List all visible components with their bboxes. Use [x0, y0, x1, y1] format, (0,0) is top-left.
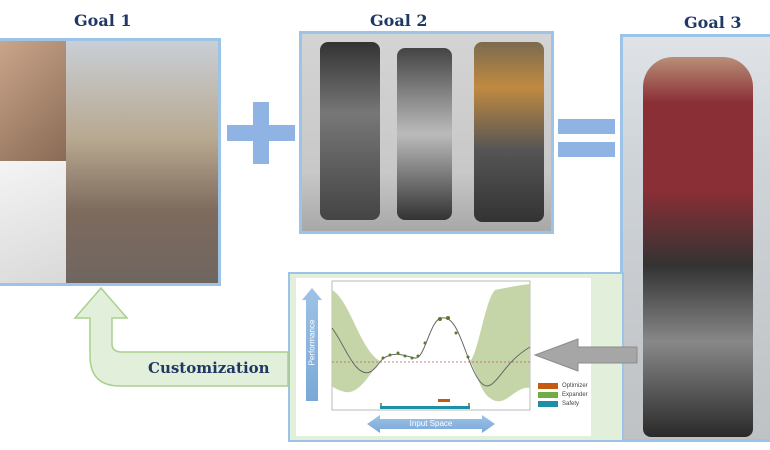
rehab-setup-photo	[66, 41, 218, 283]
patient-figure	[643, 57, 753, 437]
expander-marker-left	[380, 403, 382, 406]
exoskeleton-front	[320, 42, 380, 220]
goal3-title: Goal 3	[684, 13, 742, 32]
equals-icon	[558, 119, 615, 157]
customization-curved-arrow-icon	[73, 286, 289, 387]
patient-exoskeleton-photo	[620, 34, 770, 442]
legend-safety-swatch	[538, 401, 558, 407]
goal2-title: Goal 2	[370, 11, 428, 30]
safety-bar	[380, 406, 470, 409]
exoskeleton-photos	[299, 31, 554, 234]
exoskeleton-side	[397, 48, 452, 220]
confidence-band	[332, 284, 530, 402]
optimizer-bar	[438, 399, 450, 402]
input-space-axis-label: Input Space	[409, 419, 453, 428]
legend-expander-label: Expander	[562, 392, 588, 398]
expander-marker-right	[468, 403, 470, 406]
electrode-photo	[0, 41, 66, 161]
customization-label: Customization	[148, 359, 270, 377]
legend-optimizer-label: Optimizer	[562, 383, 588, 389]
performance-axis-label: Performance	[307, 319, 317, 366]
goal1-title: Goal 1	[74, 11, 132, 30]
mean-curve	[331, 317, 531, 387]
plus-icon	[227, 102, 295, 164]
goal1-photo-collage	[0, 38, 221, 286]
observation-markers	[381, 316, 470, 360]
legend-safety-label: Safety	[562, 401, 580, 407]
gray-left-arrow-icon	[533, 338, 638, 372]
stimulator-cable-photo	[0, 161, 66, 283]
exoskeleton-worn	[474, 42, 544, 222]
legend-expander-swatch	[538, 392, 558, 398]
performance-arrow-icon	[302, 288, 322, 401]
input-space-arrow-icon	[367, 415, 495, 433]
legend-optimizer-swatch	[538, 383, 558, 389]
